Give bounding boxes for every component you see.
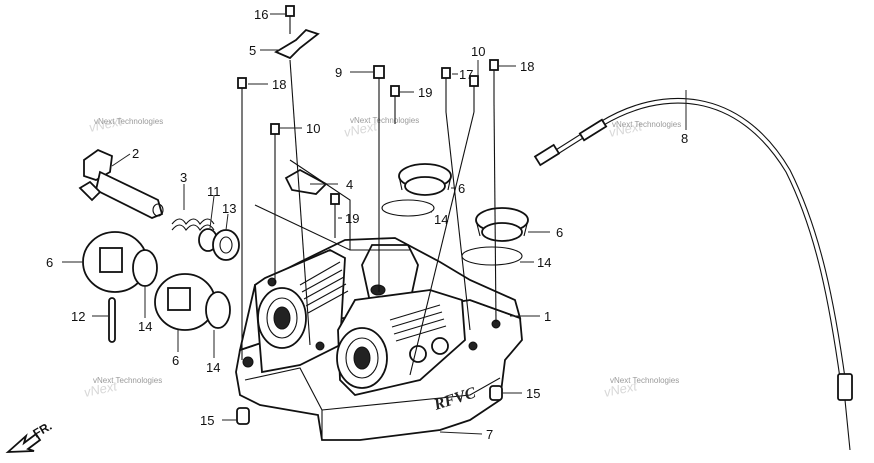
callout-label: 18: [520, 59, 534, 74]
callout-label: 13: [222, 201, 236, 216]
cap-part-left-upper: [82, 231, 158, 293]
callout-label: 9: [335, 65, 342, 80]
spring-part: [171, 218, 215, 231]
cap-part-right-lower: [461, 207, 529, 266]
svg-text:vNext: vNext: [343, 118, 380, 140]
callout-label: 8: [681, 131, 688, 146]
callout-label: 19: [345, 211, 359, 226]
callout-label: 10: [471, 44, 485, 59]
svg-text:vNext: vNext: [603, 378, 640, 400]
callout-label: 4: [346, 177, 353, 192]
callout-labels: 16 5 18 9 19 17 10 18 10 2 3 11 13 4 6 1…: [46, 7, 688, 442]
callout-label: 7: [486, 427, 493, 442]
rocker-arm-part: [78, 148, 164, 219]
seal-part: [198, 228, 240, 261]
background-watermarks: vNext vNext vNext vNext vNext: [83, 113, 645, 400]
cap-part-left-lower: [154, 273, 231, 331]
leader-lines: [62, 13, 687, 435]
bracket-part-lower: [284, 168, 328, 195]
callout-label: 2: [132, 146, 139, 161]
bracket-part-upper: [274, 28, 320, 60]
svg-text:vNext: vNext: [83, 378, 120, 400]
watermark-text: vNext Technologies: [350, 116, 419, 125]
callout-label: 14: [206, 360, 220, 375]
callout-label: 15: [200, 413, 214, 428]
callout-label: 16: [254, 7, 268, 22]
svg-text:vNext: vNext: [88, 113, 125, 135]
callout-label: 15: [526, 386, 540, 401]
watermark-text: vNext Technologies: [94, 117, 163, 126]
callout-label: 6: [458, 181, 465, 196]
callout-label: 6: [556, 225, 563, 240]
callout-label: 17: [459, 67, 473, 82]
watermark-text: vNext Technologies: [610, 376, 679, 385]
watermark-text: vNext Technologies: [93, 376, 162, 385]
callout-label: 12: [71, 309, 85, 324]
cylinder-head-cover: [235, 237, 523, 441]
callout-label: 1: [544, 309, 551, 324]
callout-label: 19: [418, 85, 432, 100]
cap-part-right-upper: [381, 163, 452, 217]
bolts: [236, 5, 503, 425]
callout-label: 18: [272, 77, 286, 92]
assembly-guide-lines: [241, 59, 497, 376]
cable-part: [533, 97, 853, 451]
callout-label: 14: [434, 212, 448, 227]
callout-label: 14: [537, 255, 551, 270]
callout-label: 14: [138, 319, 152, 334]
front-direction-arrow: FR.: [5, 419, 54, 453]
watermark-text: vNext Technologies: [612, 120, 681, 129]
callout-label: 6: [46, 255, 53, 270]
dowel-pin-part: [108, 297, 116, 343]
callout-label: 6: [172, 353, 179, 368]
callout-label: 5: [249, 43, 256, 58]
callout-label: 10: [306, 121, 320, 136]
callout-label: 11: [207, 184, 221, 199]
svg-text:vNext: vNext: [608, 118, 645, 140]
callout-label: 3: [180, 170, 187, 185]
